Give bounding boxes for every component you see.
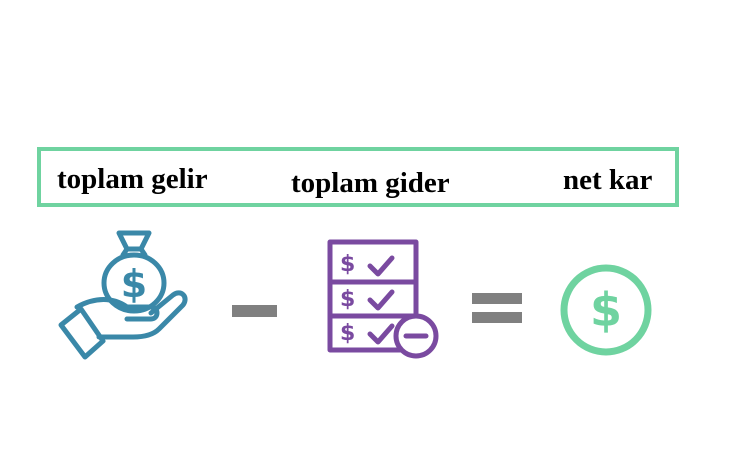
expense-label: toplam gider bbox=[291, 167, 450, 199]
svg-text:$: $ bbox=[340, 252, 355, 277]
svg-text:$: $ bbox=[340, 321, 355, 346]
dollar-coin-icon: $ bbox=[560, 264, 652, 356]
svg-text:$: $ bbox=[590, 283, 622, 337]
net-profit-label: net kar bbox=[563, 164, 653, 196]
svg-text:$: $ bbox=[340, 287, 355, 312]
income-label: toplam gelir bbox=[57, 163, 208, 195]
equals-operator-icon bbox=[472, 293, 522, 323]
minus-operator-icon bbox=[232, 305, 277, 317]
hand-money-bag-icon: $ bbox=[58, 230, 188, 360]
svg-text:$: $ bbox=[121, 262, 147, 306]
formula-label-box: toplam gelir toplam gider net kar bbox=[37, 147, 679, 207]
expense-checklist-icon: $ $ $ bbox=[327, 239, 439, 359]
